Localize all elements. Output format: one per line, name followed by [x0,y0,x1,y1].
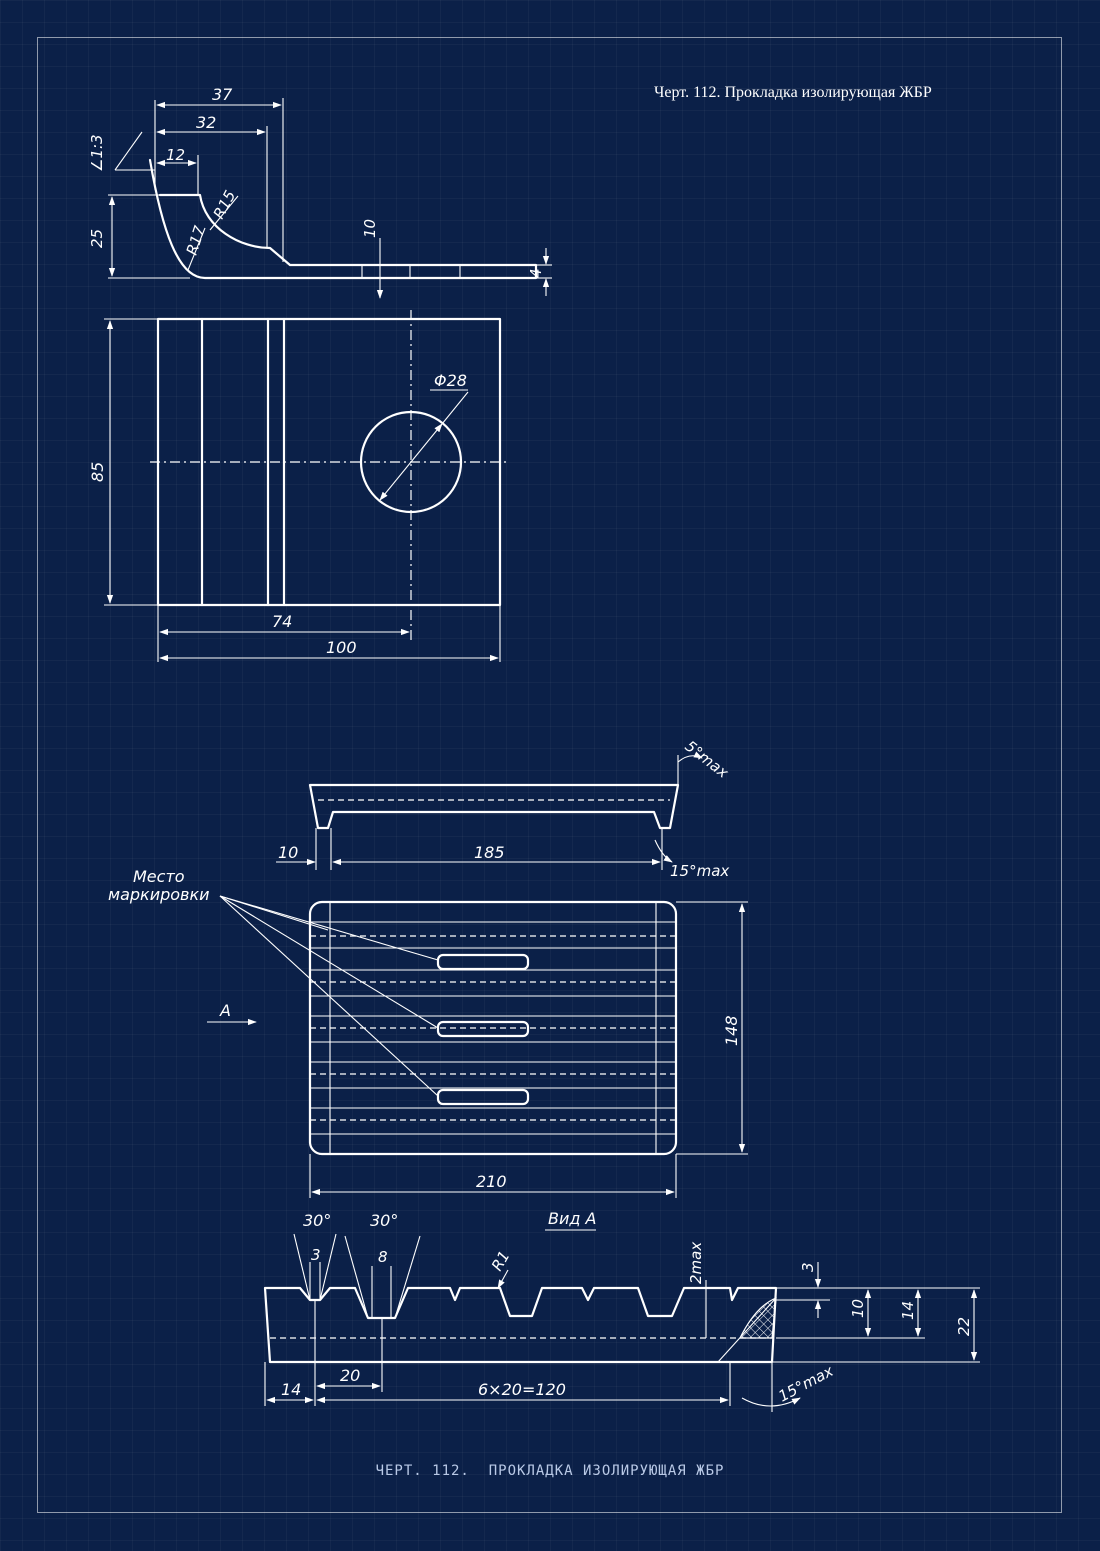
radius-1-label: R1 [488,1248,514,1274]
dim-12-label: 12 [166,146,185,164]
dim-22-label: 22 [955,1317,973,1336]
pad-elevation-view: 5°max 10 185 15°max [276,737,732,880]
dim-2max-label: 2max [687,1242,705,1284]
radius-17-label: R17 [183,223,209,257]
angle-5-label: 5°max [682,737,732,782]
marking-spot-3 [436,1088,530,1106]
dim-10-elevation-label: 10 [278,843,298,862]
dim-3-label: 3 [311,1246,321,1264]
dim-3-right-label: 3 [799,1262,817,1272]
footer-caption: ЧЕРТ. 112. ПРОКЛАДКА ИЗОЛИРУЮЩАЯ ЖБР [375,1463,725,1479]
angle-15-bottom-label: 15°max [775,1362,836,1406]
dim-4-label: 4 [527,268,545,278]
dim-32-label: 32 [196,113,216,132]
dim-74-label: 74 [272,612,292,631]
dim-8-label: 8 [378,1248,388,1266]
dim-14-label: 14 [281,1380,301,1399]
angle-30-left-label: 30° [303,1211,331,1230]
dim-6x20-label: 6×20=120 [478,1380,566,1399]
marking-label-line-1: Место [133,867,185,886]
marking-label-line-2: маркировки [108,885,210,904]
angle-15-label: 15°max [670,862,729,880]
plan-view: Φ28 85 74 100 [88,310,510,662]
view-a-title: Вид А [548,1209,596,1228]
diameter-label: Φ28 [434,371,467,390]
pad-plan-view: Место маркировки A 148 210 [108,867,748,1198]
dim-20-label: 20 [340,1366,360,1385]
marking-spot-1 [436,953,530,971]
dim-10-label: 10 [361,219,379,238]
pad-ribs [310,921,676,1135]
drawing-frame [37,37,1062,1513]
dim-100-label: 100 [326,638,357,657]
dim-25-label: 25 [88,229,106,248]
angle-30-right-label: 30° [370,1211,398,1230]
view-arrow-label: A [219,1001,231,1020]
dim-14-right-label: 14 [899,1301,917,1320]
dim-37-label: 37 [212,85,233,104]
view-a-section: Вид А 30° 3 30° 8 R1 2max [263,1209,980,1412]
dim-10-right-label: 10 [849,1299,867,1318]
slope-label: ∠1:3 [88,134,106,172]
dim-148-label: 148 [722,1015,741,1046]
dim-85-label: 85 [88,462,107,482]
side-profile-view: 37 32 12 ∠1:3 R15 R17 25 10 4 [88,85,552,299]
radius-15-label: R15 [210,187,240,222]
marking-spot-2 [436,1020,530,1038]
drawing-title: Черт. 112. Прокладка изолирующая ЖБР [654,84,932,101]
dim-210-label: 210 [476,1172,507,1191]
dim-185-label: 185 [474,843,505,862]
